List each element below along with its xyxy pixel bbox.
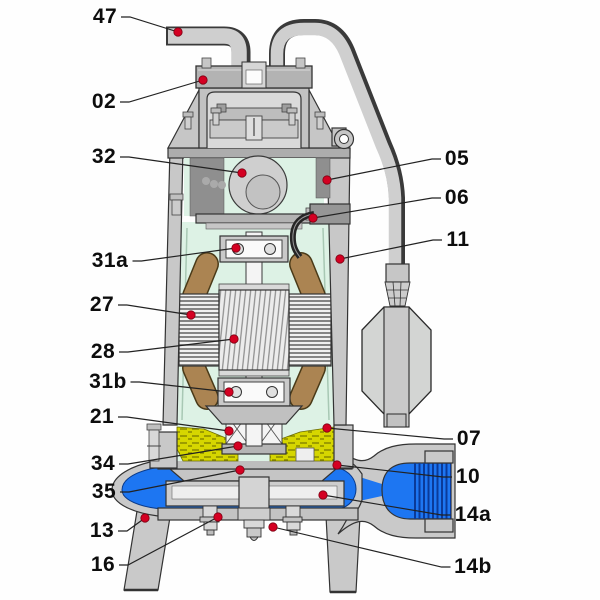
leader-dot-14a bbox=[318, 490, 328, 500]
part-label-14a: 14a bbox=[454, 503, 492, 526]
support-legs bbox=[123, 504, 361, 594]
leader-line-35 bbox=[120, 469, 241, 493]
leader-line-16 bbox=[119, 516, 219, 566]
part-label-05: 05 bbox=[444, 147, 470, 170]
flange-screws bbox=[182, 107, 326, 130]
leader-dot-27 bbox=[186, 310, 196, 320]
lower-bearing bbox=[217, 377, 291, 407]
leader-line-28 bbox=[119, 338, 235, 353]
leader-dot-05 bbox=[322, 175, 332, 185]
oil-chamber bbox=[146, 411, 354, 470]
leader-line-14b bbox=[272, 526, 451, 568]
leader-dot-07 bbox=[322, 423, 332, 433]
part-label-06: 06 bbox=[444, 186, 470, 209]
part-label-14b: 14b bbox=[454, 555, 492, 578]
stator-windings bbox=[182, 252, 326, 410]
part-label-11: 11 bbox=[446, 228, 470, 251]
float-cable-gland bbox=[385, 263, 410, 283]
impeller-hub bbox=[238, 476, 270, 514]
leader-dot-28 bbox=[229, 334, 239, 344]
leader-dot-31a bbox=[231, 243, 241, 253]
leader-line-31a bbox=[132, 247, 237, 262]
cable-tube-left bbox=[168, 28, 247, 72]
part-label-32: 32 bbox=[91, 145, 117, 168]
leader-dot-31b bbox=[224, 387, 234, 397]
leader-line-13 bbox=[118, 517, 146, 532]
part-label-31b: 31b bbox=[89, 370, 127, 393]
leader-line-32 bbox=[120, 156, 243, 174]
part-label-31a: 31a bbox=[91, 249, 129, 272]
leader-dot-34 bbox=[233, 441, 243, 451]
leader-line-02 bbox=[120, 79, 204, 103]
part-label-47: 47 bbox=[92, 5, 118, 28]
part-label-21: 21 bbox=[89, 405, 115, 428]
stator-core-left bbox=[178, 293, 220, 367]
stator-core-right bbox=[288, 293, 332, 367]
leader-line-11 bbox=[339, 239, 442, 260]
leader-line-31b bbox=[130, 381, 230, 393]
float-switch bbox=[361, 263, 432, 428]
motor-section bbox=[176, 222, 334, 447]
bottom-fasteners bbox=[199, 505, 303, 541]
leader-dot-16 bbox=[213, 512, 223, 522]
part-label-35: 35 bbox=[91, 480, 117, 503]
leader-dot-02 bbox=[198, 75, 208, 85]
leader-line-05 bbox=[326, 158, 441, 181]
part-label-16: 16 bbox=[90, 553, 116, 576]
part-label-28: 28 bbox=[90, 340, 116, 363]
leader-dot-21 bbox=[224, 426, 234, 436]
leader-dot-11 bbox=[335, 254, 345, 264]
top-assembly bbox=[166, 19, 405, 266]
leader-dot-10 bbox=[332, 460, 342, 470]
part-label-27: 27 bbox=[89, 293, 115, 316]
leader-dot-06 bbox=[308, 213, 318, 223]
outlet-flange-bottom bbox=[424, 518, 454, 533]
leader-dot-14b bbox=[268, 522, 278, 532]
leader-dot-47 bbox=[173, 27, 183, 37]
leader-dot-13 bbox=[140, 513, 150, 523]
leader-line-21 bbox=[118, 416, 230, 432]
part-label-13: 13 bbox=[89, 519, 115, 542]
leader-line-34 bbox=[119, 445, 239, 465]
impeller bbox=[165, 468, 345, 514]
part-label-10: 10 bbox=[455, 465, 481, 488]
leader-line-10 bbox=[336, 464, 452, 478]
leader-line-14a bbox=[322, 494, 451, 516]
outlet-flange-top bbox=[424, 450, 454, 464]
motor-top-housing bbox=[198, 87, 310, 149]
leader-line-06 bbox=[312, 197, 441, 219]
discharge-outlet bbox=[337, 443, 456, 539]
leader-dot-35 bbox=[235, 465, 245, 475]
part-label-07: 07 bbox=[456, 427, 482, 450]
leader-dot-32 bbox=[237, 168, 247, 178]
discharge-hatch bbox=[412, 463, 451, 519]
leader-line-47 bbox=[121, 16, 179, 33]
rotor bbox=[218, 289, 290, 371]
part-label-34: 34 bbox=[90, 452, 116, 475]
leader-line-07 bbox=[326, 427, 453, 440]
leader-line-27 bbox=[118, 304, 192, 316]
leader-layer bbox=[118, 16, 453, 568]
strain-relief bbox=[384, 281, 411, 307]
float-tube bbox=[270, 22, 402, 266]
shaft-nut bbox=[246, 527, 262, 538]
part-label-02: 02 bbox=[91, 90, 117, 113]
